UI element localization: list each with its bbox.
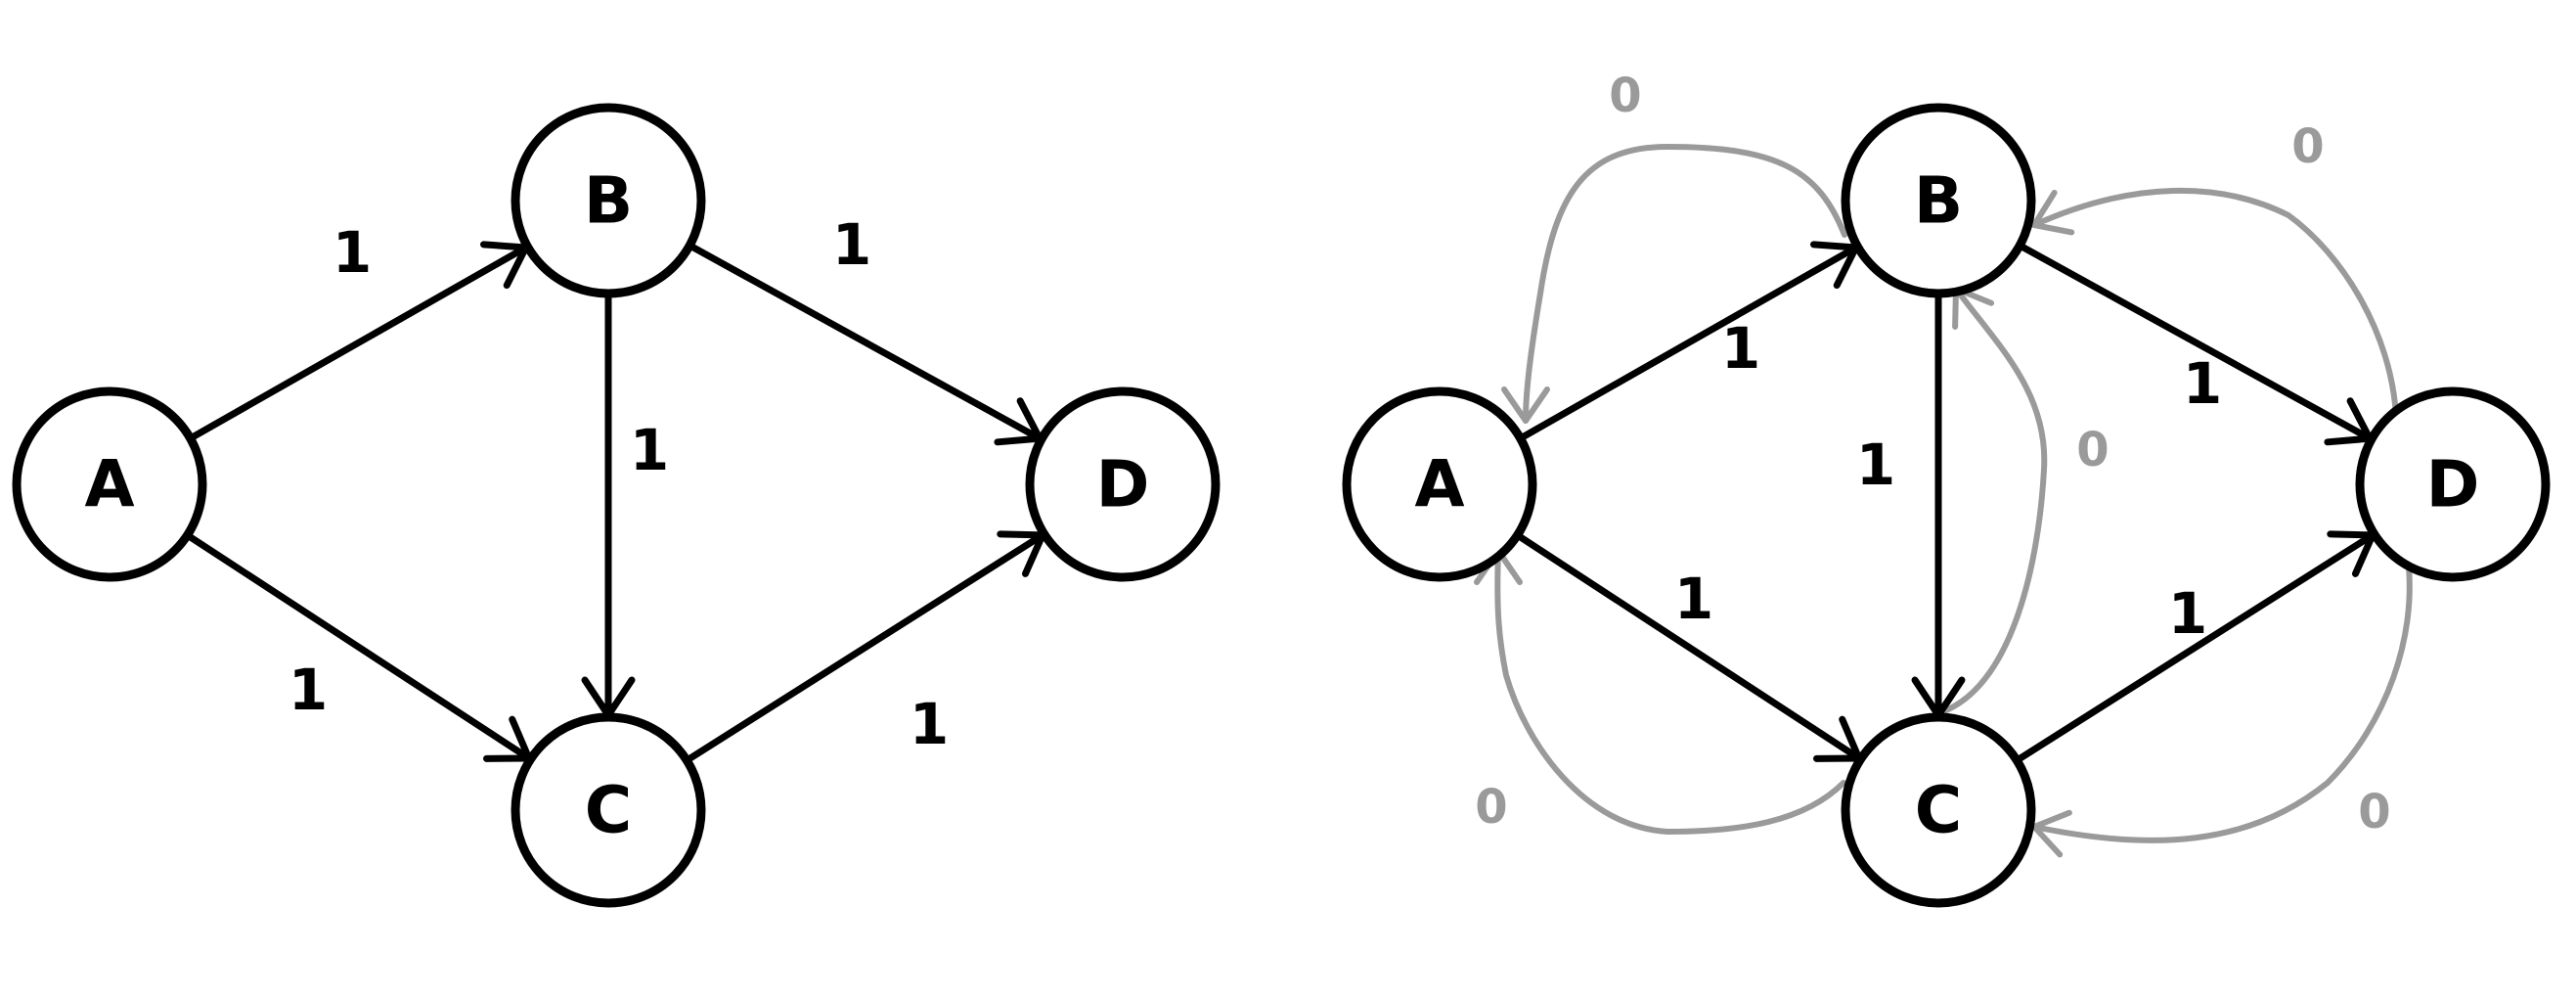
edge-label-b-c: 1 — [1856, 431, 1895, 498]
residual-edge-label-d-c: 0 — [2358, 785, 2390, 839]
edge-c-d — [2013, 531, 2376, 764]
residual-edge-d-b — [2031, 187, 2399, 419]
node-label-d: D — [2426, 447, 2480, 522]
node-c — [511, 712, 706, 908]
residual-edge-label-d-b: 0 — [2291, 119, 2324, 174]
residual-edge-label-c-b: 0 — [2076, 423, 2109, 477]
node-label-a: A — [1414, 447, 1464, 522]
residual-edge-c-a — [1494, 548, 1846, 836]
node-a — [1342, 386, 1537, 582]
node-label-d: D — [1096, 447, 1150, 522]
node-b — [511, 103, 706, 298]
edge-label-b-d: 1 — [832, 211, 871, 278]
edge-a-b — [187, 244, 530, 442]
edge-a-c — [184, 531, 533, 762]
edge-label-c-d: 1 — [910, 691, 949, 757]
residual-arrowhead-d-b — [2031, 189, 2075, 236]
residual-arrowhead-b-a — [1501, 386, 1550, 424]
node-c — [1841, 712, 2036, 908]
edge-b-d — [2016, 242, 2374, 442]
edge-label-b-d: 1 — [2183, 350, 2222, 417]
edge-label-b-c: 1 — [630, 417, 669, 483]
residual-edge-c-b — [1938, 286, 2048, 715]
residual-edge-label-c-a: 0 — [1475, 780, 1507, 835]
node-a — [12, 386, 207, 582]
residual-edge-d-c — [2031, 555, 2413, 843]
node-label-a: A — [84, 447, 134, 522]
residual-edge-b-a — [1523, 143, 1847, 424]
edge-c-d — [683, 531, 1046, 764]
edge-label-a-c: 1 — [289, 657, 328, 723]
edge-a-c — [1514, 531, 1863, 762]
edge-b-d — [686, 242, 1044, 442]
node-label-b: B — [1914, 163, 1963, 239]
edge-a-b — [1517, 244, 1860, 442]
edge-label-a-b: 1 — [333, 219, 372, 286]
node-d — [1025, 386, 1221, 582]
residual-edge-label-b-a: 0 — [1609, 68, 1641, 123]
node-d — [2355, 386, 2551, 582]
node-b — [1841, 103, 2036, 298]
edge-label-c-d: 1 — [2168, 580, 2207, 647]
edge-label-a-b: 1 — [1721, 315, 1760, 382]
node-label-c: C — [585, 773, 632, 848]
edge-label-a-c: 1 — [1674, 566, 1713, 632]
node-label-b: B — [584, 163, 633, 239]
node-label-c: C — [1915, 773, 1962, 848]
